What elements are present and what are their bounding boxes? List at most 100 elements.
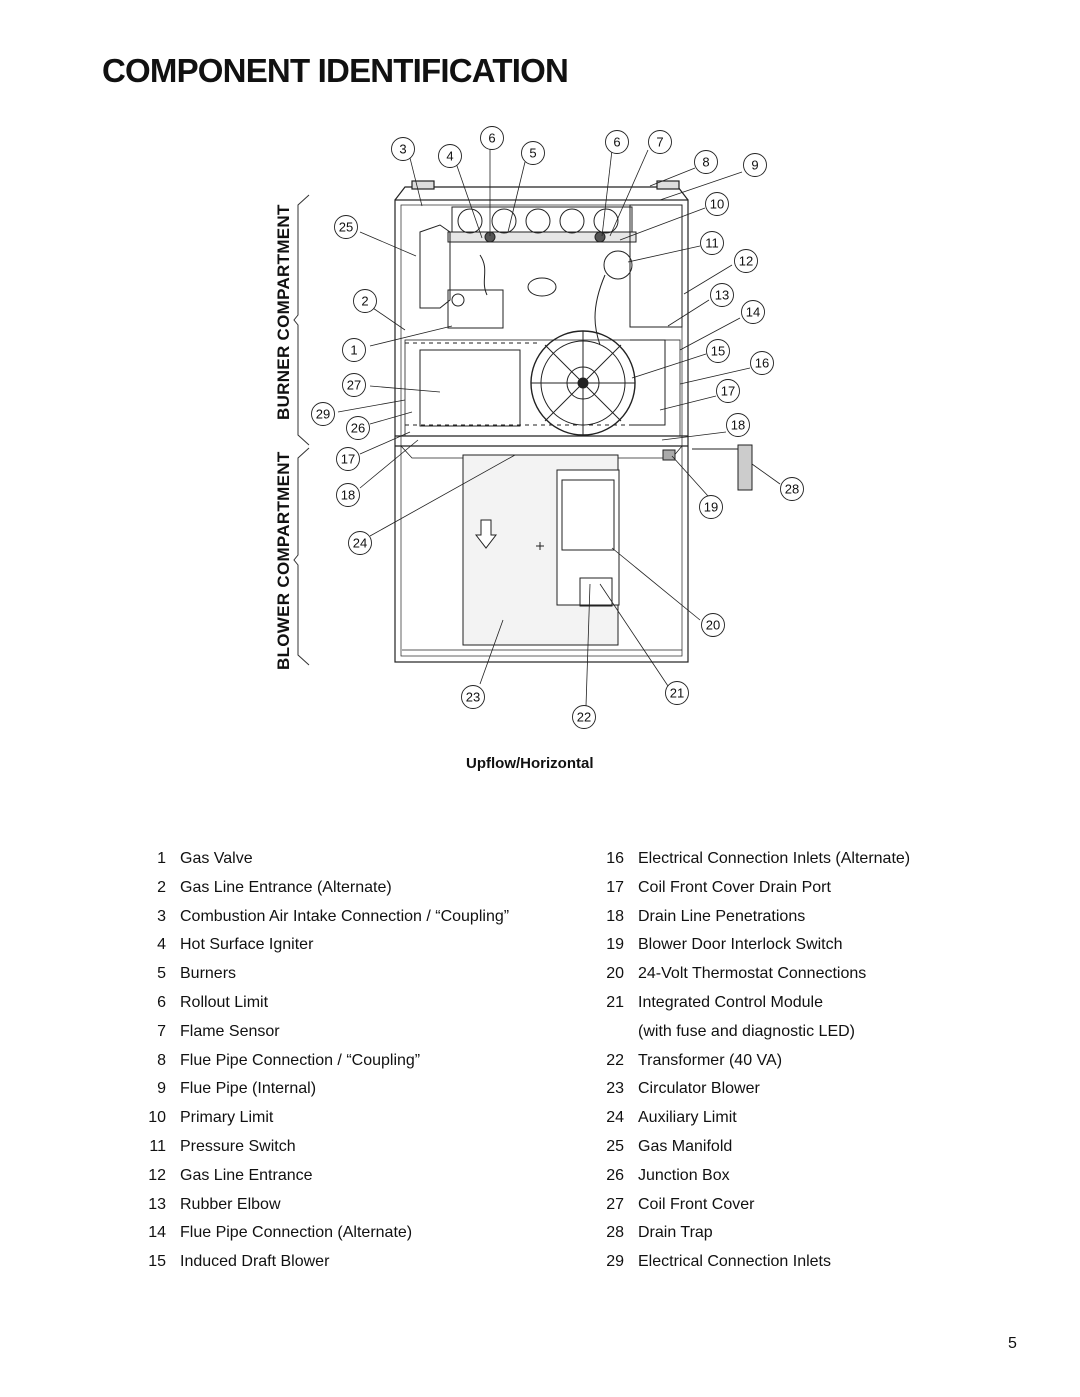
svg-text:11: 11 (705, 236, 719, 251)
blower-brace (293, 447, 310, 666)
callout-28: 28 (780, 477, 804, 501)
callout-21: 21 (665, 681, 689, 705)
page-title: COMPONENT IDENTIFICATION (102, 52, 569, 89)
furnace-diagram: BURNER COMPARTMENT BLOWER COMPARTMENT (274, 126, 804, 729)
svg-text:26: 26 (351, 421, 365, 436)
callout-9: 9 (743, 153, 767, 177)
burner-assembly (419, 204, 683, 346)
callout-6a: 6 (480, 126, 504, 150)
callout-27: 27 (342, 373, 366, 397)
callout-11: 11 (700, 231, 724, 255)
svg-text:7: 7 (656, 135, 663, 150)
callout-14: 14 (741, 300, 765, 324)
svg-text:6: 6 (488, 131, 495, 146)
callout-leaders (337, 148, 781, 707)
callout-1: 1 (342, 338, 366, 362)
svg-text:14: 14 (746, 305, 760, 320)
svg-text:8: 8 (702, 155, 709, 170)
callout-3: 3 (391, 137, 415, 161)
svg-text:24: 24 (353, 536, 367, 551)
svg-text:20: 20 (706, 618, 720, 633)
blower-compartment-label: BLOWER COMPARTMENT (274, 451, 293, 670)
callout-18a: 18 (336, 483, 360, 507)
svg-text:15: 15 (711, 344, 725, 359)
callout-22: 22 (572, 705, 596, 729)
svg-text:28: 28 (785, 482, 799, 497)
svg-text:22: 22 (577, 710, 591, 725)
callout-29: 29 (311, 402, 335, 426)
svg-text:2: 2 (361, 294, 368, 309)
burner-compartment-label: BURNER COMPARTMENT (274, 204, 293, 420)
svg-text:21: 21 (670, 686, 684, 701)
svg-text:5: 5 (529, 146, 536, 161)
svg-text:18: 18 (731, 418, 745, 433)
callout-18b: 18 (726, 413, 750, 437)
svg-text:6: 6 (613, 135, 620, 150)
callout-7: 7 (648, 130, 672, 154)
callout-23: 23 (461, 685, 485, 709)
svg-text:17: 17 (721, 384, 735, 399)
svg-text:23: 23 (466, 690, 480, 705)
callout-6b: 6 (605, 130, 629, 154)
blower-compartment (462, 444, 753, 646)
callout-12: 12 (734, 249, 758, 273)
svg-text:4: 4 (446, 149, 453, 164)
callout-10: 10 (705, 192, 729, 216)
svg-text:10: 10 (710, 197, 724, 212)
svg-text:25: 25 (339, 220, 353, 235)
callout-17b: 17 (716, 379, 740, 403)
diagram-caption: Upflow/Horizontal (466, 755, 594, 772)
svg-text:18: 18 (341, 488, 355, 503)
callout-25: 25 (334, 215, 358, 239)
svg-text:27: 27 (347, 378, 361, 393)
list-item: (with fuse and diagnostic LED) (638, 1022, 855, 1040)
callout-26: 26 (346, 416, 370, 440)
svg-text:29: 29 (316, 407, 330, 422)
svg-text:17: 17 (341, 452, 355, 467)
inducer-area (404, 330, 681, 437)
svg-text:16: 16 (755, 356, 769, 371)
callout-15: 15 (706, 339, 730, 363)
callout-5: 5 (521, 141, 545, 165)
svg-text:9: 9 (751, 158, 758, 173)
callout-13: 13 (710, 283, 734, 307)
page-number: 5 (1008, 1335, 1017, 1352)
svg-text:19: 19 (704, 500, 718, 515)
callout-4: 4 (438, 144, 462, 168)
callouts: 3 4 6 5 6 7 8 9 10 11 12 13 14 15 16 17 … (311, 126, 804, 729)
burner-brace (293, 194, 310, 446)
svg-text:13: 13 (715, 288, 729, 303)
callout-17a: 17 (336, 447, 360, 471)
callout-24: 24 (348, 531, 372, 555)
callout-19: 19 (699, 495, 723, 519)
svg-text:12: 12 (739, 254, 753, 269)
svg-text:3: 3 (399, 142, 406, 157)
